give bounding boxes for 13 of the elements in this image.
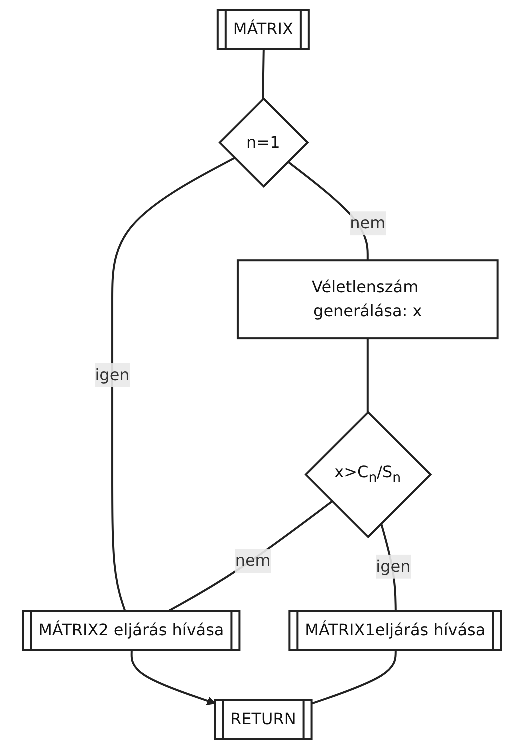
edge-label: nem <box>350 214 386 233</box>
arrow <box>130 650 216 706</box>
edge-label: nem <box>235 551 271 570</box>
edge-label: igen <box>95 366 130 385</box>
edge-label: igen <box>376 556 411 576</box>
connector <box>111 157 236 612</box>
node-diamond: x>C$_{n}$/S$_{n}$ <box>304 411 432 539</box>
connector <box>366 338 369 412</box>
node-diamond: n=1 <box>218 98 310 188</box>
connector <box>312 650 397 705</box>
connector <box>167 500 333 612</box>
connector <box>262 49 265 99</box>
node-box: Véletlenszám generálása: x <box>236 260 499 340</box>
